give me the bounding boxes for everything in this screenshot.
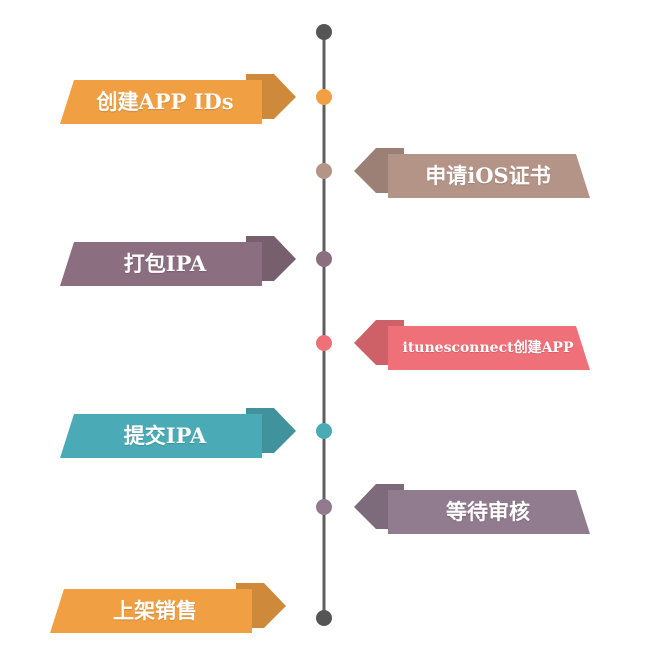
step-banner	[388, 154, 590, 198]
timeline-end-dot	[316, 610, 332, 626]
step-5-label: 提交IPA	[123, 423, 207, 448]
step-banner	[60, 80, 262, 124]
step-5-ribbon	[60, 408, 296, 458]
timeline-start-dot	[316, 24, 332, 40]
step-2-dot	[316, 163, 332, 179]
step-1-label: 创建APP IDs	[96, 89, 234, 114]
step-7-label: 上架销售	[113, 598, 197, 623]
step-banner	[60, 414, 262, 458]
step-banner	[388, 490, 590, 534]
step-3-ribbon	[60, 236, 296, 286]
step-4-label: itunesconnect创建APP	[402, 340, 574, 356]
step-1-ribbon	[60, 74, 296, 124]
step-2-ribbon	[354, 148, 590, 198]
step-6-dot	[316, 499, 332, 515]
step-2-label: 申请iOS证书	[425, 163, 551, 188]
step-3-dot	[316, 251, 332, 267]
step-banner	[388, 326, 590, 370]
step-6-ribbon	[354, 484, 590, 534]
step-5-dot	[316, 423, 332, 439]
step-1-dot	[316, 89, 332, 105]
step-4-dot	[316, 335, 332, 351]
step-banner	[60, 242, 262, 286]
step-6-label: 等待审核	[446, 499, 530, 524]
step-3-label: 打包IPA	[123, 251, 207, 276]
step-4-ribbon	[354, 320, 590, 370]
step-7-ribbon	[50, 583, 286, 633]
step-banner	[50, 589, 252, 633]
